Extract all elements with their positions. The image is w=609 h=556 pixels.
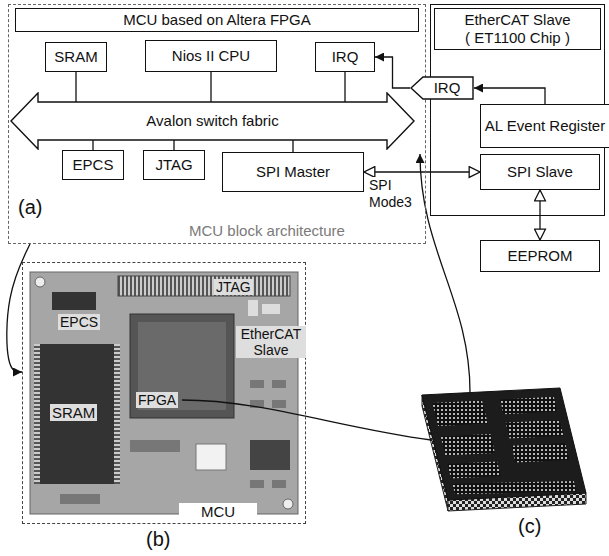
component-box: SRAM [45, 42, 107, 72]
connector-line [75, 72, 76, 102]
node-text: EEPROM [507, 247, 572, 265]
component-box: Nios II CPU [145, 40, 277, 72]
title-bar: MCU based on Altera FPGA [15, 8, 419, 32]
figure-label: (a) [18, 196, 42, 219]
node-text: Avalon switch fabric [146, 112, 278, 130]
node-text: MCU block architecture [109, 222, 425, 240]
pcb-photo [30, 272, 298, 514]
chip-block [447, 461, 500, 478]
node-text: Nios II CPU [172, 47, 250, 65]
component [250, 380, 264, 388]
component-box: IRQ [315, 42, 375, 72]
region-box: MCU block architecture MCU based on Alter… [8, 4, 426, 244]
component [250, 480, 264, 488]
component [262, 304, 280, 314]
node-text: AL Event Register [485, 117, 605, 135]
component-box: AL Event Register [480, 104, 609, 148]
chip-box: EtherCAT Slave ( ET1100 Chip )IRQAL Even… [430, 4, 605, 216]
pcb-board [30, 272, 298, 514]
shape-outline [411, 77, 473, 99]
connector-line [474, 88, 545, 104]
connector-line [375, 57, 410, 88]
mounting-hole [35, 277, 45, 287]
chip-drawing [422, 388, 586, 511]
component [272, 480, 286, 488]
connector-line [539, 190, 540, 240]
connector-line [210, 72, 211, 102]
chip-block [506, 420, 564, 439]
node-text: IRQ [332, 48, 359, 66]
component-box: EEPROM [480, 240, 600, 272]
component-box: EPCS [62, 150, 124, 180]
jtag-header [118, 276, 290, 296]
part-label: EPCS [58, 314, 100, 330]
sram-chip [40, 344, 114, 484]
connector-line [92, 140, 93, 150]
mounting-hole [283, 499, 293, 509]
chip-block [432, 401, 487, 427]
connector-line [292, 140, 293, 152]
component-box: SPI Slave [480, 154, 600, 190]
node-text: SPI Master [256, 163, 330, 181]
connector [196, 444, 226, 470]
component [130, 440, 180, 452]
node-text: EtherCAT Slave ( ET1100 Chip ) [434, 8, 601, 50]
component [250, 440, 290, 470]
chip-block [452, 481, 576, 494]
edge-label: SPI Mode3 [369, 177, 417, 211]
reference-arrow [420, 154, 470, 392]
component-box: JTAG [143, 150, 205, 180]
node-text: MCU [179, 503, 257, 521]
chip-block [511, 443, 569, 463]
connector-line [344, 72, 345, 102]
part-label: FPGA [136, 392, 178, 408]
shape-outline [11, 93, 414, 149]
node-text: IRQ [424, 79, 461, 97]
connector-line [173, 140, 174, 150]
bus-arrow: Avalon switch fabric [10, 92, 415, 150]
sram-pins [114, 344, 120, 484]
component [248, 300, 258, 316]
node-text: JTAG [155, 156, 192, 174]
node-text: MCU based on Altera FPGA [123, 11, 311, 29]
node-text: SRAM [54, 48, 97, 66]
part-label: SRAM [50, 404, 97, 421]
epcs-chip [52, 292, 96, 310]
chip-top [422, 388, 586, 500]
component [60, 494, 100, 504]
chip-block [441, 434, 495, 455]
component-box: SPI Master [222, 152, 364, 192]
node-text: SPI Slave [507, 163, 573, 181]
connector-line [364, 171, 480, 172]
chip-block [500, 397, 557, 415]
irq-pentagon: IRQ [410, 76, 474, 100]
sram-pins [34, 344, 40, 484]
component [272, 380, 286, 388]
component [272, 400, 286, 408]
node-text: EPCS [73, 156, 114, 174]
part-label: EtherCAT Slave [236, 326, 306, 358]
figure-label: (b) [146, 528, 170, 551]
figure-label: (c) [518, 515, 541, 538]
leader-line [182, 400, 431, 440]
connector-line [7, 244, 30, 372]
part-label: JTAG [214, 279, 253, 295]
